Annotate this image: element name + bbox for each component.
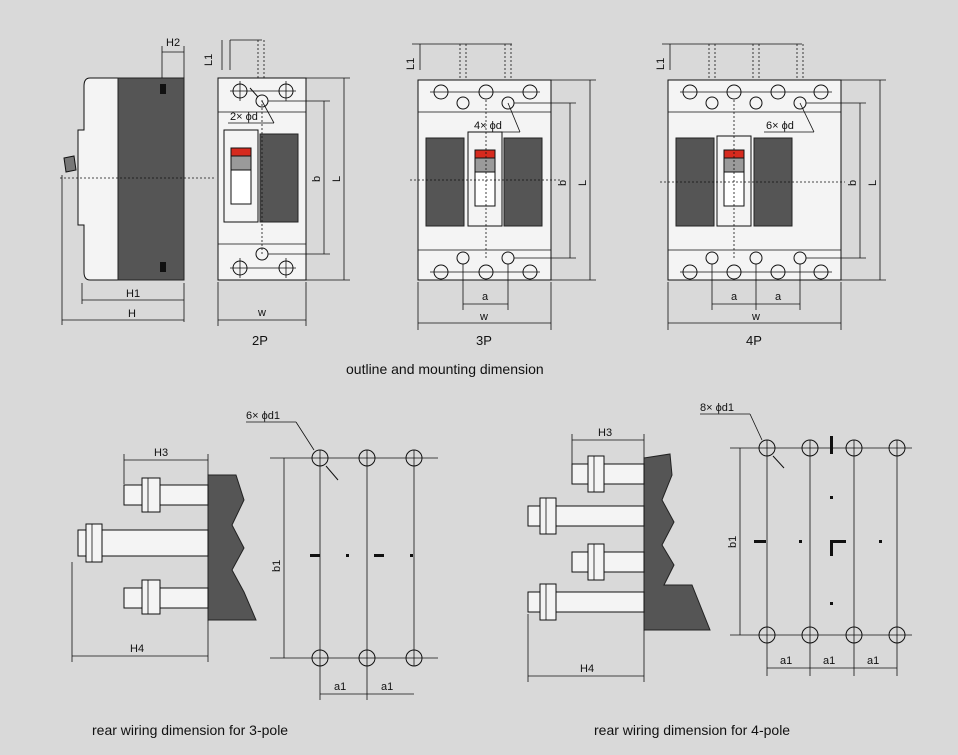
hole-label-r4: 8× ϕd1: [700, 402, 734, 414]
dim-H4-4p: H4: [580, 663, 594, 675]
caption-rear4: rear wiring dimension for 4-pole: [594, 722, 790, 738]
dim-L1-2p: L1: [203, 54, 215, 66]
dim-b1-4p: b1: [727, 536, 739, 548]
dim-a-3p: a: [482, 291, 489, 303]
dim-b-4p: b: [847, 180, 859, 186]
side-clip-top: [160, 84, 166, 94]
side-housing: [77, 77, 119, 281]
rear-side-3p: H3 H4: [71, 447, 257, 662]
dim-H3-3p: H3: [154, 447, 168, 459]
dim-H3-4p: H3: [598, 427, 612, 439]
dim-L-3p: L: [577, 180, 589, 186]
hole-label-3p: 4× ϕd: [474, 120, 502, 132]
side-handle: [63, 155, 77, 173]
label-4p: 4P: [746, 333, 762, 348]
caption-outline: outline and mounting dimension: [346, 361, 544, 377]
dim-H4-3p: H4: [130, 643, 144, 655]
panel-2p: [259, 133, 299, 223]
side-clip-bottom: [160, 262, 166, 272]
dim-a1-3p-2: a1: [381, 681, 393, 693]
front-view-4p: L1 6× ϕd b L: [655, 43, 886, 348]
dim-a-4p-2: a: [775, 291, 782, 303]
caption-rear3: rear wiring dimension for 3-pole: [92, 722, 288, 738]
side-cover: [117, 77, 185, 281]
label-2p: 2P: [252, 333, 268, 348]
dim-b-3p: b: [557, 180, 569, 186]
rear-board-4p: [643, 453, 711, 631]
dim-a1-4p-2: a1: [823, 655, 835, 667]
handle-red-2p: [230, 147, 252, 157]
dim-L1-3p: L1: [405, 58, 417, 70]
dim-H1-label: H1: [126, 288, 140, 300]
label-3p: 3P: [476, 333, 492, 348]
dim-a1-3p-1: a1: [334, 681, 346, 693]
dim-H2-label: H2: [166, 37, 180, 49]
dim-H-label: H: [128, 308, 136, 320]
rear-holes-4p: b1 8× ϕd1 a1 a1 a1: [700, 402, 912, 676]
side-view: H2 H1 H: [60, 37, 215, 325]
rear-side-4p: H3 H4: [527, 427, 711, 682]
dim-a1-4p-1: a1: [780, 655, 792, 667]
dim-L-4p: L: [867, 180, 879, 186]
front-view-2p: L1 2× ϕd b L: [203, 39, 350, 348]
dim-a1-4p-3: a1: [867, 655, 879, 667]
dim-w-3p: w: [479, 311, 488, 323]
handle-gray-2p: [230, 155, 252, 171]
dim-w-2p: w: [257, 307, 266, 319]
hole-label-r3: 6× ϕd1: [246, 410, 280, 422]
dim-L1-4p: L1: [655, 58, 667, 70]
hole-label-2p: 2× ϕd: [230, 111, 258, 123]
rear-board-3p: [207, 474, 257, 621]
hole-label-4p: 6× ϕd: [766, 120, 794, 132]
dim-b-2p: b: [311, 176, 323, 182]
dim-L-2p: L: [331, 176, 343, 182]
panel-3p-left: [425, 137, 465, 227]
dim-w-4p: w: [751, 311, 760, 323]
dim-a-4p-1: a: [731, 291, 738, 303]
rear-holes-3p: b1 6× ϕd1 a1 a1: [246, 410, 438, 700]
dim-b1-3p: b1: [271, 560, 283, 572]
panel-3p-right: [503, 137, 543, 227]
front-view-3p: L1 4× ϕd b L a: [405, 43, 596, 348]
